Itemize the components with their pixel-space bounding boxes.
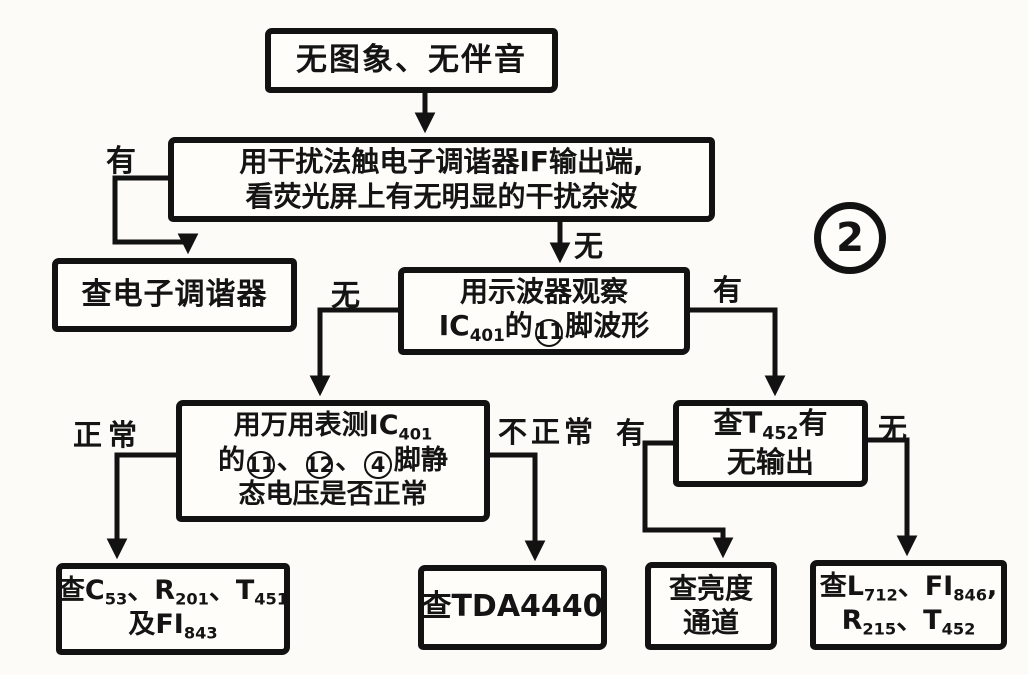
subscript: 201 bbox=[175, 589, 209, 609]
subscript: 401 bbox=[398, 424, 433, 444]
flow-node-check-l712-fi846-r215-t452: 查L712、FI846, R215、T452 bbox=[810, 560, 1007, 650]
subscript: 452 bbox=[941, 619, 976, 639]
subscript: 401 bbox=[469, 324, 505, 345]
flow-node-start: 无图象、无伴音 bbox=[265, 28, 558, 93]
circled-pin-number: 4 bbox=[364, 451, 392, 479]
edge-label-no-t452: 无 bbox=[878, 412, 908, 446]
edge-observe-yes-to-t452 bbox=[689, 307, 786, 397]
subscript: 452 bbox=[762, 424, 799, 445]
node-text-line: 查TDA4440 bbox=[421, 589, 604, 625]
subscript: 215 bbox=[862, 619, 897, 639]
edge-label-no-left: 无 bbox=[331, 278, 361, 312]
node-text-line: 查L712、FI846, bbox=[819, 570, 998, 605]
flow-node-check-tuner: 查电子调谐器 bbox=[52, 258, 297, 332]
flow-node-check-brightness-channel: 查亮度 通道 bbox=[645, 562, 777, 650]
node-text-line: 通道 bbox=[682, 606, 739, 639]
subscript: 712 bbox=[863, 585, 898, 605]
edge-label-abnormal: 不正常 bbox=[498, 415, 598, 449]
node-text-line: 用干扰法触电子调谐器IF输出端, bbox=[239, 145, 644, 179]
node-text-line: R215、T452 bbox=[841, 605, 976, 639]
figure-number-badge: 2 bbox=[814, 202, 886, 274]
flow-node-check-c53-r201-t451-fi843: 查C53、R201、T451 及FI843 bbox=[56, 563, 290, 655]
edge-measure-abnormal-to-tda bbox=[489, 452, 546, 562]
circled-pin-number: 12 bbox=[304, 451, 335, 479]
node-text-line: 无输出 bbox=[726, 445, 814, 480]
edge-t452-no-to-l712 bbox=[867, 437, 918, 557]
node-text-line: 态电压是否正常 bbox=[238, 478, 428, 510]
edge-label-normal: 正常 bbox=[73, 418, 144, 452]
flow-node-interference-test: 用干扰法触电子调谐器IF输出端, 看荧光屏上有无明显的干扰杂波 bbox=[168, 137, 715, 222]
node-text-line: IC401的11脚波形 bbox=[439, 309, 649, 348]
node-text-line: 用示波器观察 bbox=[459, 274, 628, 308]
circled-pin-number: 11 bbox=[534, 318, 564, 348]
circled-pin-number: 11 bbox=[246, 451, 276, 479]
flow-node-check-tda4440: 查TDA4440 bbox=[418, 565, 607, 650]
subscript: 451 bbox=[254, 589, 289, 609]
edge-label-yes-t452: 有 bbox=[616, 416, 646, 450]
node-text-line: 及FI843 bbox=[128, 609, 218, 643]
subscript: 843 bbox=[183, 623, 218, 643]
node-text-line: 查T452有 bbox=[713, 406, 828, 445]
edge-observe-no-to-measure bbox=[309, 307, 398, 397]
node-text-line: 看荧光屏上有无明显的干扰杂波 bbox=[245, 179, 638, 213]
node-text-line: 查亮度 bbox=[668, 571, 753, 605]
subscript: 53 bbox=[104, 589, 128, 609]
node-text-line: 查电子调谐器 bbox=[81, 276, 268, 312]
subscript: 846 bbox=[953, 585, 988, 605]
flow-node-check-t452-output: 查T452有 无输出 bbox=[673, 400, 868, 487]
flow-node-observe-scope: 用示波器观察 IC401的11脚波形 bbox=[398, 267, 690, 355]
node-text-line: 无图象、无伴音 bbox=[296, 41, 527, 78]
node-text-line: 用万用表测IC401 bbox=[233, 410, 433, 444]
edge-measure-normal-to-c53 bbox=[106, 452, 176, 560]
edge-label-no-mid: 无 bbox=[574, 229, 604, 263]
node-text-line: 查C53、R201、T451 bbox=[57, 574, 289, 609]
edge-label-yes-top: 有 bbox=[106, 144, 136, 179]
edge-label-yes-right: 有 bbox=[713, 273, 743, 307]
